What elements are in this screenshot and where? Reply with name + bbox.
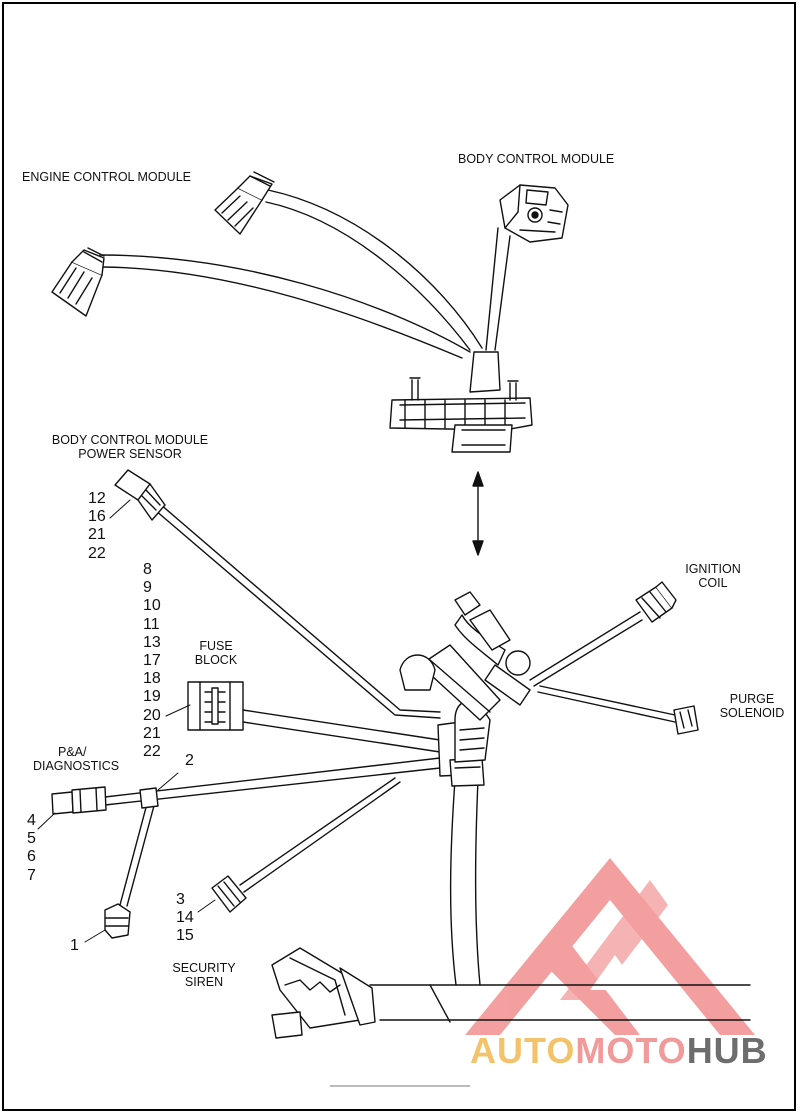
ignition-coil-label: IGNITION COIL (678, 562, 748, 590)
pa-diagnostics-label-line1: P&A/ (58, 745, 87, 759)
callout-number: 18 (143, 670, 161, 688)
callout-number: 12 (88, 490, 106, 507)
callout-number: 10 (143, 597, 161, 615)
callout-number: 17 (143, 652, 161, 670)
watermark-text: AUTOMOTOHUB (470, 1030, 768, 1072)
callout-number: 5 (27, 830, 36, 848)
fuse-block-label-line2: BLOCK (194, 653, 238, 667)
upper-harness (99, 189, 511, 393)
ignition-coil-connector (635, 581, 677, 623)
central-connector-block (389, 377, 533, 453)
callout-number: 8 (143, 561, 152, 578)
callout-number: 9 (143, 579, 152, 597)
bcm-label: BODY CONTROL MODULE (458, 152, 615, 166)
pa-diagnostics-label: P&A/ DIAGNOSTICS (24, 745, 128, 773)
callout-number: 22 (143, 743, 161, 761)
callout-number: 14 (176, 909, 194, 927)
callout-number: 13 (143, 633, 161, 651)
watermark-part-moto: MOTO (575, 1030, 687, 1071)
callout-number: 3 (176, 891, 185, 908)
purge-solenoid-connector (673, 705, 699, 735)
fuse-block-label: FUSE BLOCK (190, 639, 242, 667)
bcm-power-sensor-label-line2: POWER SENSOR (78, 447, 182, 461)
callout-number: 20 (143, 706, 161, 724)
pa-diagnostics-connector (51, 786, 159, 815)
lower-harness (104, 503, 751, 1039)
bcm-power-sensor-label-line1: BODY CONTROL MODULE (51, 433, 209, 447)
callout-number: 16 (88, 508, 106, 526)
callout-number: 7 (27, 866, 36, 884)
security-siren-label: SECURITY SIREN (166, 961, 242, 989)
callout-number: 21 (143, 724, 161, 742)
connector-1-callout: 1 (70, 937, 79, 954)
bcm-power-sensor-connector (114, 469, 166, 521)
watermark-part-hub: HUB (686, 1030, 768, 1071)
clip-callout: 2 (185, 752, 194, 769)
ecm-label: ENGINE CONTROL MODULE (22, 170, 192, 184)
purge-solenoid-label: PURGE SOLENOID (712, 692, 792, 720)
security-siren-label-line1: SECURITY (172, 961, 236, 975)
watermark-logo-icon (465, 858, 755, 1035)
double-arrow-icon (472, 471, 484, 556)
purge-solenoid-label-line1: PURGE (729, 692, 775, 706)
ecm-connector-upper (214, 171, 275, 235)
fuse-block-label-line1: FUSE (199, 639, 233, 653)
leader-lines (37, 499, 216, 943)
security-siren-connector (211, 875, 247, 913)
callout-number: 4 (27, 812, 36, 829)
ignition-coil-label-line2: COIL (698, 576, 728, 590)
watermark-part-auto: AUTO (470, 1030, 576, 1071)
pa-diagnostics-label-line2: DIAGNOSTICS (32, 759, 120, 773)
purge-solenoid-label-line2: SOLENOID (719, 706, 785, 720)
security-siren-callouts: 3 14 15 (176, 891, 194, 946)
pa-diagnostics-callouts: 4 5 6 7 (27, 812, 36, 885)
callout-number: 11 (143, 615, 160, 633)
security-siren-label-line2: SIREN (184, 975, 224, 989)
callout-number: 15 (176, 927, 194, 945)
bcm-power-callouts: 12 16 21 22 (88, 490, 106, 563)
callout-number: 6 (27, 848, 36, 866)
callout-number: 22 (88, 544, 106, 562)
ignition-coil-label-line1: IGNITION (685, 562, 741, 576)
fuse-block-connector (187, 681, 244, 731)
bcm-module (499, 184, 569, 243)
callout-number: 21 (88, 526, 106, 544)
connector-1 (104, 903, 131, 939)
callout-number: 19 (143, 688, 161, 706)
ecm-connector-lower (51, 247, 105, 317)
bcm-power-sensor-label: BODY CONTROL MODULE POWER SENSOR (44, 433, 216, 461)
footer-noise (330, 1085, 470, 1087)
fuse-block-callouts: 8 9 10 11 13 17 18 19 20 21 22 (143, 561, 161, 761)
